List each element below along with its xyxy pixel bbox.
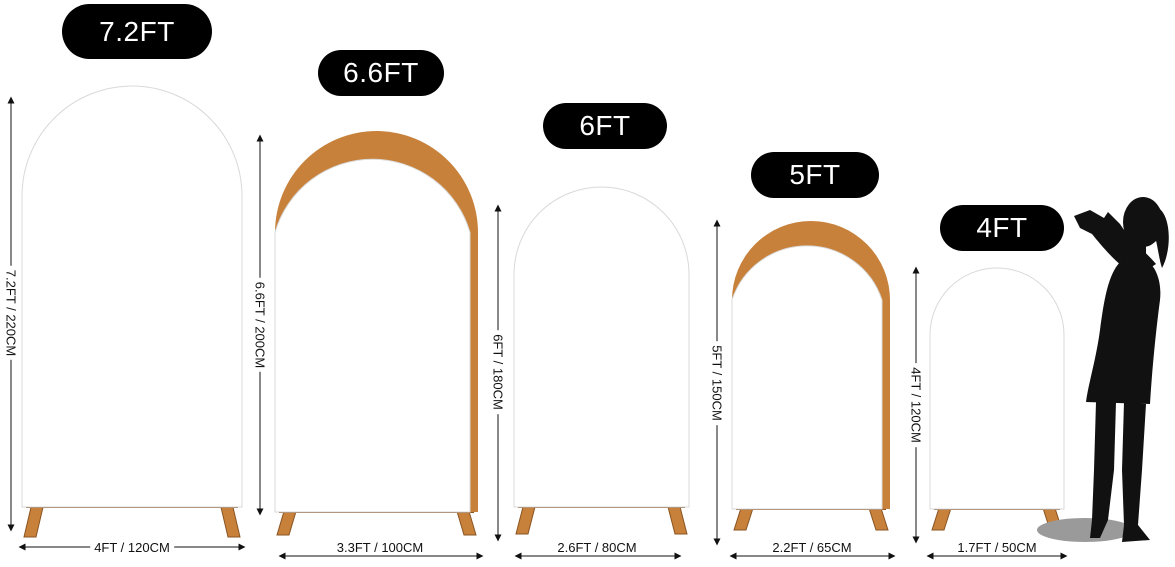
width-label-6-6ft: 3.3FT / 100CM <box>332 540 428 555</box>
person-shadow <box>1037 518 1133 542</box>
width-label-5ft: 2.2FT / 65CM <box>768 540 856 555</box>
arch-panel-7-2ft <box>21 85 243 508</box>
height-label-7-2ft: 7.2FT / 220CM <box>3 265 19 361</box>
arch-panel-6-6ft <box>274 158 471 513</box>
height-label-6ft: 6FT / 180CM <box>490 330 506 414</box>
height-label-5ft: 5FT / 150CM <box>709 341 725 425</box>
arch-6-6ft <box>256 131 484 560</box>
arch-panel-5ft <box>731 245 883 510</box>
width-label-7-2ft: 4FT / 120CM <box>90 540 174 555</box>
arch-panel-4ft <box>929 267 1065 510</box>
arch-panel-6ft <box>513 186 690 508</box>
arch-7-2ft <box>7 85 246 551</box>
arch-leg-left-7-2ft <box>23 502 45 538</box>
arch-4ft <box>912 266 1068 560</box>
width-label-6ft: 2.6FT / 80CM <box>553 540 641 555</box>
arch-6ft <box>494 186 690 560</box>
width-label-4ft: 1.7FT / 50CM <box>953 540 1041 555</box>
size-pill-4ft: 4FT <box>940 205 1064 251</box>
arch-5ft <box>713 219 896 560</box>
height-label-6-6ft: 6.6FT / 200CM <box>252 277 268 373</box>
person-silhouette-icon <box>1037 197 1169 542</box>
arch-leg-right-7-2ft <box>219 502 241 538</box>
height-label-4ft: 4FT / 120CM <box>908 363 924 447</box>
size-pill-5ft: 5FT <box>751 152 879 198</box>
size-pill-6ft: 6FT <box>543 103 667 149</box>
size-pill-7-2ft: 7.2FT <box>62 4 212 59</box>
size-pill-6-6ft: 6.6FT <box>318 50 444 96</box>
